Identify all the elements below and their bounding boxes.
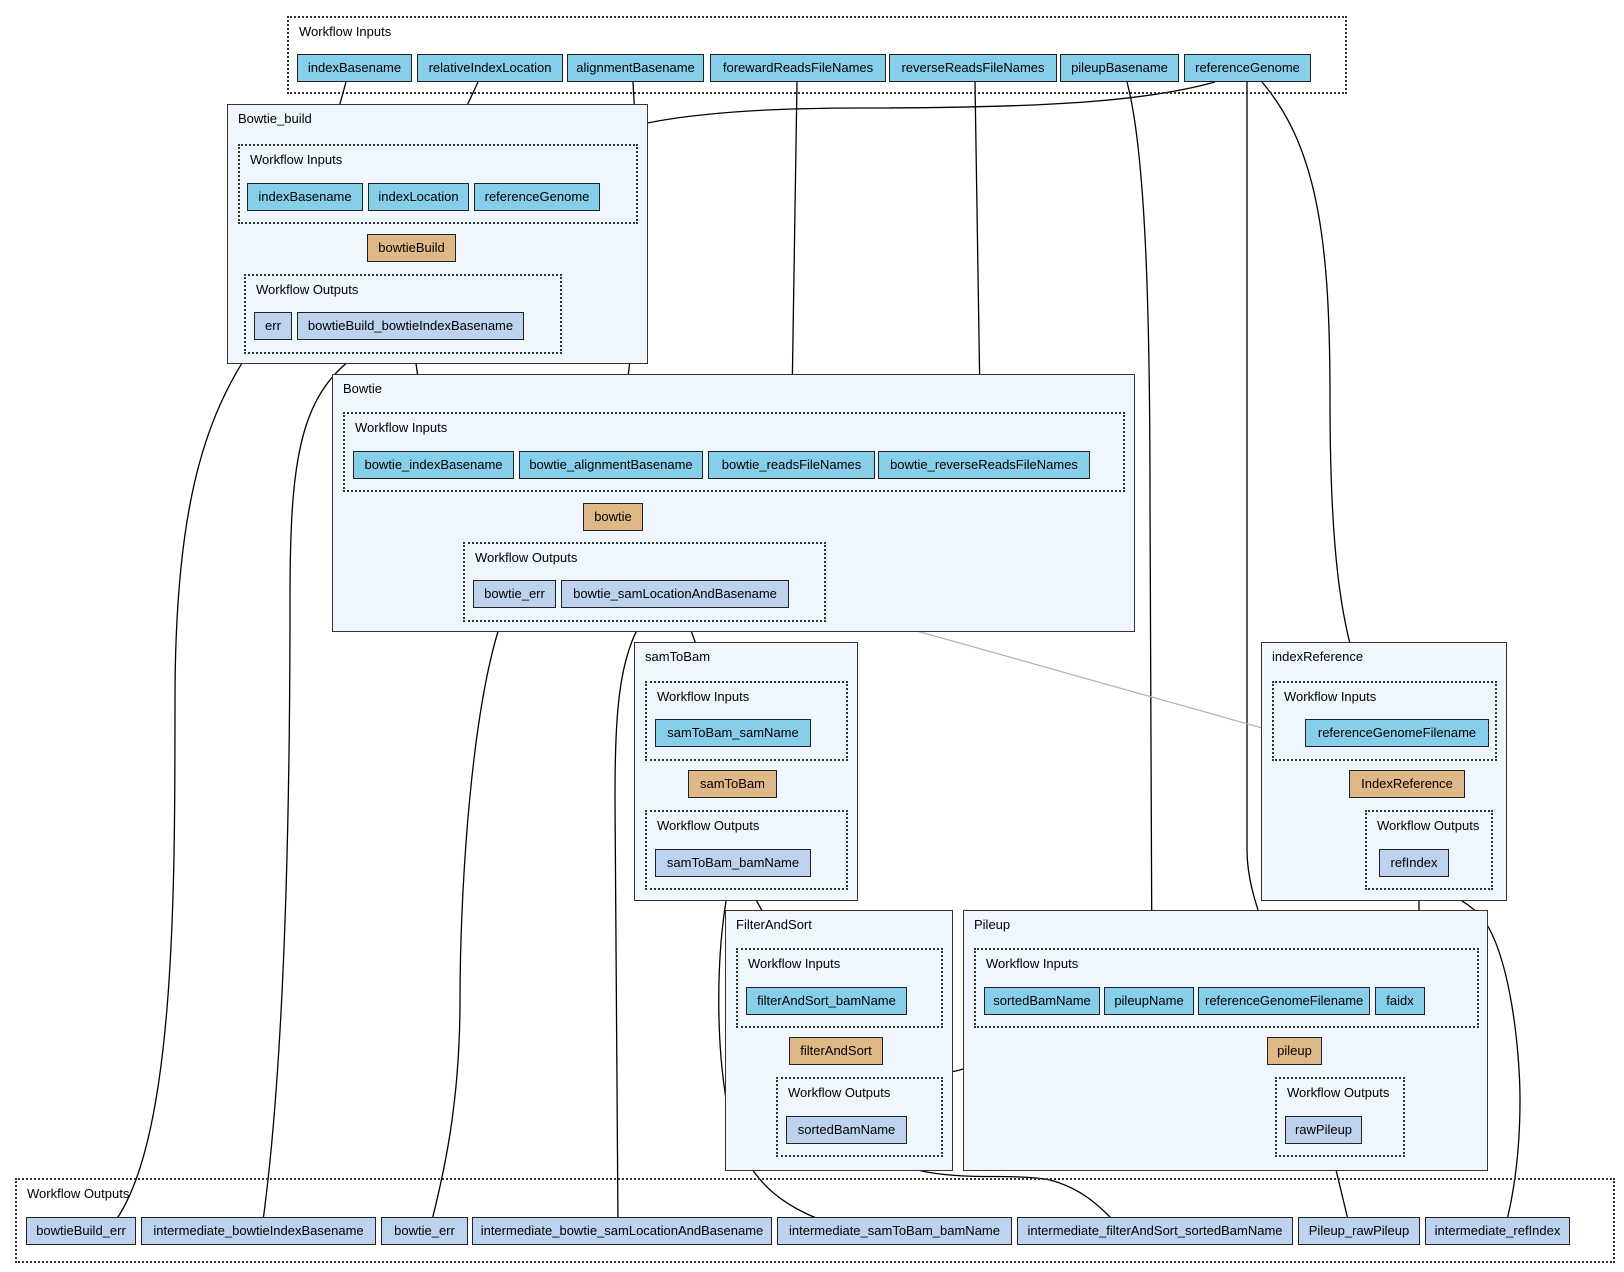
output-port[interactable]: rawPileup — [1285, 1116, 1362, 1144]
input-port[interactable]: indexBasename — [247, 183, 363, 211]
edge — [1261, 81, 1379, 719]
top-workflow-outputs: Workflow Outputs — [15, 1178, 1615, 1263]
input-port[interactable]: filterAndSort_bamName — [746, 987, 907, 1015]
subworkflow-inputs: Workflow Inputs — [974, 948, 1479, 1028]
processor-node[interactable]: filterAndSort — [789, 1037, 883, 1065]
subworkflow-title: FilterAndSort — [736, 917, 812, 932]
subworkflow-pileup: Pileup — [963, 910, 1488, 1171]
cluster-label: Workflow Outputs — [657, 818, 760, 833]
cluster-label: Workflow Outputs — [1287, 1085, 1390, 1100]
processor-node[interactable]: IndexReference — [1349, 770, 1465, 798]
subworkflow-outputs: Workflow Outputs — [776, 1077, 943, 1157]
input-port[interactable]: pileupBasename — [1060, 54, 1179, 82]
input-port[interactable]: bowtie_readsFileNames — [708, 451, 875, 479]
input-port[interactable]: referenceGenomeFilename — [1198, 987, 1370, 1015]
output-port[interactable]: bowtieBuild_bowtieIndexBasename — [297, 312, 524, 340]
processor-node[interactable]: pileup — [1267, 1037, 1322, 1065]
input-port[interactable]: referenceGenomeFilename — [1305, 719, 1489, 747]
input-port[interactable]: reverseReadsFileNames — [889, 54, 1057, 82]
input-port[interactable]: samToBam_samName — [655, 719, 811, 747]
output-port[interactable]: refIndex — [1379, 849, 1449, 877]
subworkflow-inputs: Workflow Inputs — [1272, 681, 1497, 761]
subworkflow-title: Pileup — [974, 917, 1011, 932]
output-port[interactable]: intermediate_filterAndSort_sortedBamName — [1017, 1217, 1293, 1245]
cluster-label: Workflow Inputs — [657, 689, 750, 704]
output-port[interactable]: intermediate_bowtieIndexBasename — [141, 1217, 376, 1245]
input-port[interactable]: pileupName — [1104, 987, 1194, 1015]
subworkflow-outputs: Workflow Outputs — [1365, 810, 1493, 890]
edge — [427, 607, 507, 1229]
subworkflow-outputs: Workflow Outputs — [244, 274, 562, 354]
output-port[interactable]: intermediate_bowtie_samLocationAndBasena… — [472, 1217, 772, 1245]
output-port[interactable]: intermediate_refIndex — [1425, 1217, 1570, 1245]
output-port[interactable]: err — [254, 312, 292, 340]
edge — [109, 341, 257, 1229]
cluster-label: Workflow Outputs — [256, 282, 359, 297]
cluster-label: Workflow Outputs — [27, 1186, 130, 1201]
subworkflow-inputs: Workflow Inputs — [343, 412, 1125, 492]
subworkflow-outputs: Workflow Outputs — [463, 542, 826, 622]
input-port[interactable]: referenceGenome — [474, 183, 600, 211]
processor-node[interactable]: samToBam — [688, 770, 777, 798]
input-port[interactable]: indexLocation — [368, 183, 469, 211]
cluster-label: Workflow Inputs — [1284, 689, 1377, 704]
cluster-label: Workflow Outputs — [475, 550, 578, 565]
cluster-label: Workflow Outputs — [1377, 818, 1480, 833]
input-port[interactable]: bowtie_reverseReadsFileNames — [878, 451, 1090, 479]
cluster-label: Workflow Outputs — [788, 1085, 891, 1100]
input-port[interactable]: bowtie_alignmentBasename — [519, 451, 703, 479]
output-port[interactable]: bowtie_err — [473, 580, 556, 608]
cluster-label: Workflow Inputs — [355, 420, 448, 435]
processor-node[interactable]: bowtieBuild — [367, 234, 456, 262]
cluster-label: Workflow Inputs — [748, 956, 841, 971]
cluster-label: Workflow Inputs — [299, 24, 392, 39]
input-port[interactable]: referenceGenome — [1184, 54, 1311, 82]
input-port[interactable]: faidx — [1375, 987, 1425, 1015]
output-port[interactable]: bowtie_samLocationAndBasename — [561, 580, 789, 608]
subworkflow-inputs: Workflow Inputs — [736, 948, 943, 1028]
subworkflow-title: indexReference — [1272, 649, 1364, 664]
processor-node[interactable]: bowtie — [583, 503, 643, 531]
cluster-label: Workflow Inputs — [250, 152, 343, 167]
subworkflow-inputs: Workflow Inputs — [645, 681, 848, 761]
subworkflow-outputs: Workflow Outputs — [645, 810, 848, 890]
subworkflow-title: Bowtie — [343, 381, 383, 396]
output-port[interactable]: bowtieBuild_err — [26, 1217, 136, 1245]
output-port[interactable]: samToBam_bamName — [655, 849, 811, 877]
subworkflow-inputs: Workflow Inputs — [238, 144, 638, 224]
output-port[interactable]: sortedBamName — [786, 1116, 907, 1144]
input-port[interactable]: forewardReadsFileNames — [710, 54, 886, 82]
subworkflow-title: samToBam — [645, 649, 711, 664]
input-port[interactable]: sortedBamName — [984, 987, 1100, 1015]
input-port[interactable]: alignmentBasename — [567, 54, 704, 82]
cluster-label: Workflow Inputs — [986, 956, 1079, 971]
output-port[interactable]: bowtie_err — [381, 1217, 468, 1245]
output-port[interactable]: Pileup_rawPileup — [1298, 1217, 1420, 1245]
subworkflow-title: Bowtie_build — [238, 111, 312, 126]
subworkflow-outputs: Workflow Outputs — [1275, 1077, 1405, 1157]
top-workflow-inputs: Workflow Inputs — [287, 16, 1347, 94]
output-port[interactable]: intermediate_samToBam_bamName — [777, 1217, 1012, 1245]
input-port[interactable]: indexBasename — [297, 54, 412, 82]
input-port[interactable]: relativeIndexLocation — [417, 54, 563, 82]
input-port[interactable]: bowtie_indexBasename — [353, 451, 514, 479]
